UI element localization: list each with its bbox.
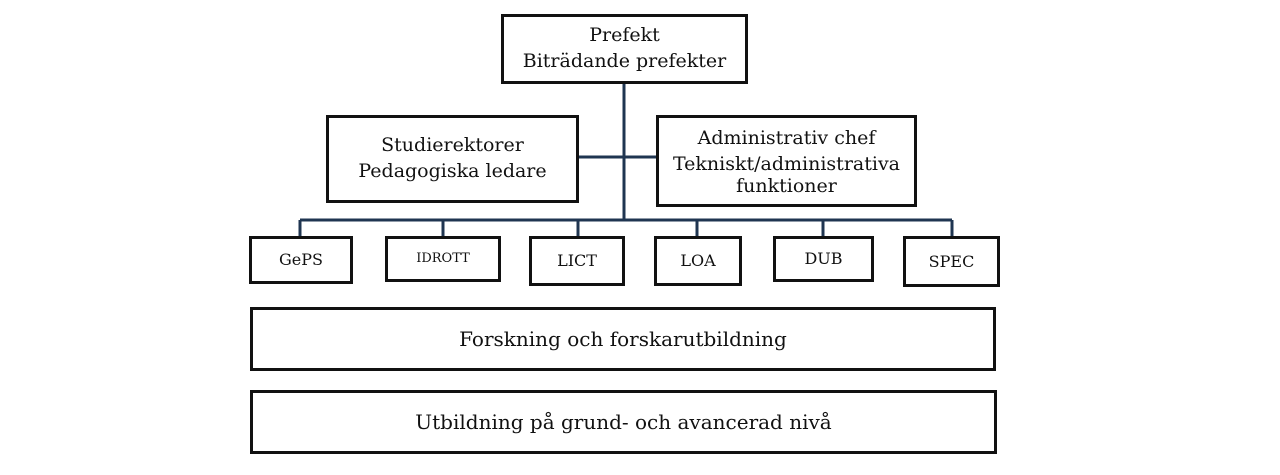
administrativ-chef-label: Administrativ chef xyxy=(697,126,876,149)
education-box: Utbildning på grund- och avancerad nivå xyxy=(250,390,997,454)
pedagogiska-ledare-label: Pedagogiska ledare xyxy=(358,160,547,182)
studierektorer-box: Studierektorer Pedagogiska ledare xyxy=(326,115,579,203)
dept-box-dub: DUB xyxy=(773,236,874,282)
dept-box-loa: LOA xyxy=(654,236,742,286)
dept-box-lict: LICT xyxy=(529,236,625,286)
dept-label-spec: SPEC xyxy=(928,251,975,271)
tekniskt-administrativa-label: Tekniskt/administrativa xyxy=(672,152,901,175)
studierektorer-label: Studierektorer xyxy=(381,134,524,157)
dept-label-lict: LICT xyxy=(557,251,597,271)
education-label: Utbildning på grund- och avancerad nivå xyxy=(415,409,832,434)
research-box: Forskning och forskarutbildning xyxy=(250,307,996,371)
administrativ-chef-box: Administrativ chef Tekniskt/administrati… xyxy=(656,115,917,207)
funktioner-label: funktioner xyxy=(736,175,837,198)
prefekt-box: Prefekt Biträdande prefekter xyxy=(501,14,748,84)
dept-label-geps: GePS xyxy=(279,250,323,270)
research-label: Forskning och forskarutbildning xyxy=(459,326,787,351)
dept-label-dub: DUB xyxy=(804,249,843,269)
dept-box-spec: SPEC xyxy=(903,236,1000,287)
dept-box-idrott: IDROTT xyxy=(385,236,501,282)
dept-label-loa: LOA xyxy=(680,251,716,271)
dept-box-geps: GePS xyxy=(249,236,353,284)
prefekt-label: Prefekt xyxy=(589,24,660,47)
dept-label-idrott: IDROTT xyxy=(416,251,470,267)
bitradande-prefekter-label: Biträdande prefekter xyxy=(522,50,727,72)
